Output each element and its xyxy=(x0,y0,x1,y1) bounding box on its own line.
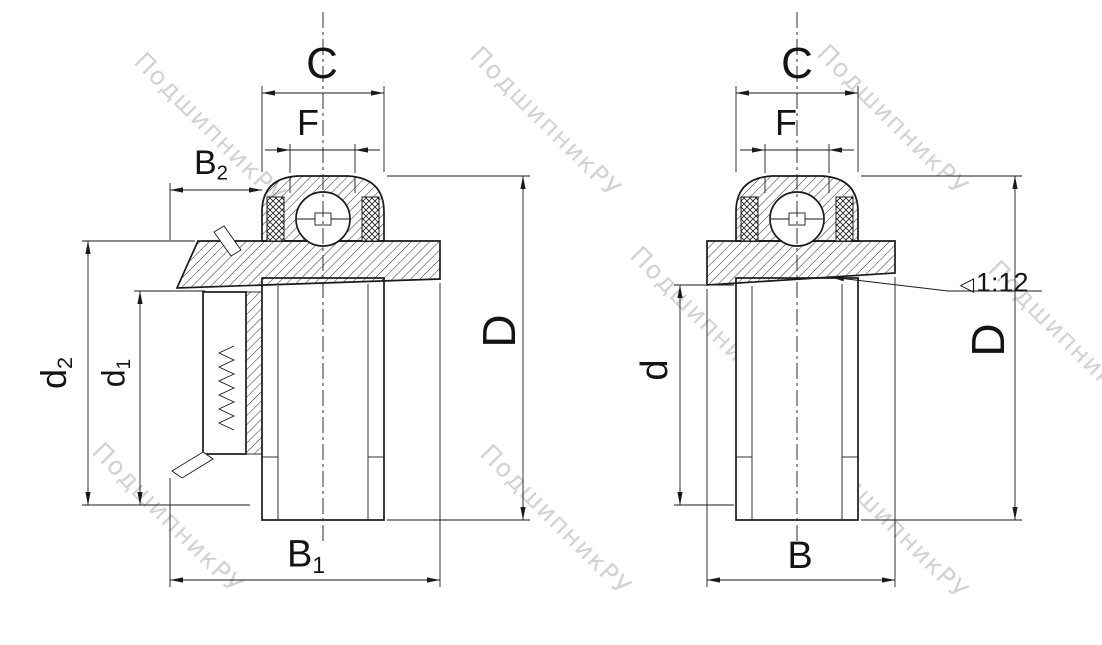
dim-label-d2: d2 xyxy=(33,356,78,390)
dim-label-b2: B2 xyxy=(194,146,228,184)
dim-label-d1: d1 xyxy=(95,358,136,388)
left-washer-tab-top xyxy=(213,225,242,257)
left-dimension-lines xyxy=(82,86,530,587)
right-dimension-arrows xyxy=(677,90,1018,583)
left-washer-tab-bottom xyxy=(171,451,214,479)
left-seal xyxy=(266,196,285,242)
right-bearing-figure xyxy=(674,12,1042,587)
dim-label-c-right: C xyxy=(781,39,813,88)
label-main: d xyxy=(33,368,75,390)
label-subscript: 2 xyxy=(52,356,78,369)
label-subscript: 2 xyxy=(216,162,229,185)
right-outer-ring-band xyxy=(706,240,896,286)
label-main: B xyxy=(193,143,217,182)
right-seal xyxy=(835,196,854,242)
dim-label-c-left: C xyxy=(306,39,338,88)
dim-label-d-right: d xyxy=(634,359,676,381)
taper-triangle-icon: ◁ xyxy=(959,274,974,295)
label-main: d xyxy=(95,369,132,388)
left-seal xyxy=(361,196,380,242)
left-dimension-arrows xyxy=(85,90,526,583)
left-adapter-sleeve-section xyxy=(245,291,263,455)
left-locknut xyxy=(202,291,247,455)
taper-ratio-label: ◁1:12 xyxy=(959,267,1029,298)
dim-label-b-right: B xyxy=(787,535,813,577)
label-subscript: 1 xyxy=(114,358,136,370)
label-main: B xyxy=(286,533,313,576)
dim-label-b1: B1 xyxy=(287,535,325,576)
right-seal xyxy=(740,196,759,242)
label-subscript: 1 xyxy=(312,551,326,578)
taper-value: 1:12 xyxy=(975,267,1029,298)
taper-leader-line xyxy=(829,276,1042,292)
left-bearing-figure xyxy=(82,12,530,587)
left-lockwasher-serration xyxy=(217,345,236,431)
dim-label-f-right: F xyxy=(775,102,797,143)
dim-label-D-right: D xyxy=(962,323,1014,357)
left-outer-ring-band xyxy=(175,240,441,289)
dim-label-f-left: F xyxy=(297,102,319,143)
dim-label-D-left: D xyxy=(473,314,525,348)
